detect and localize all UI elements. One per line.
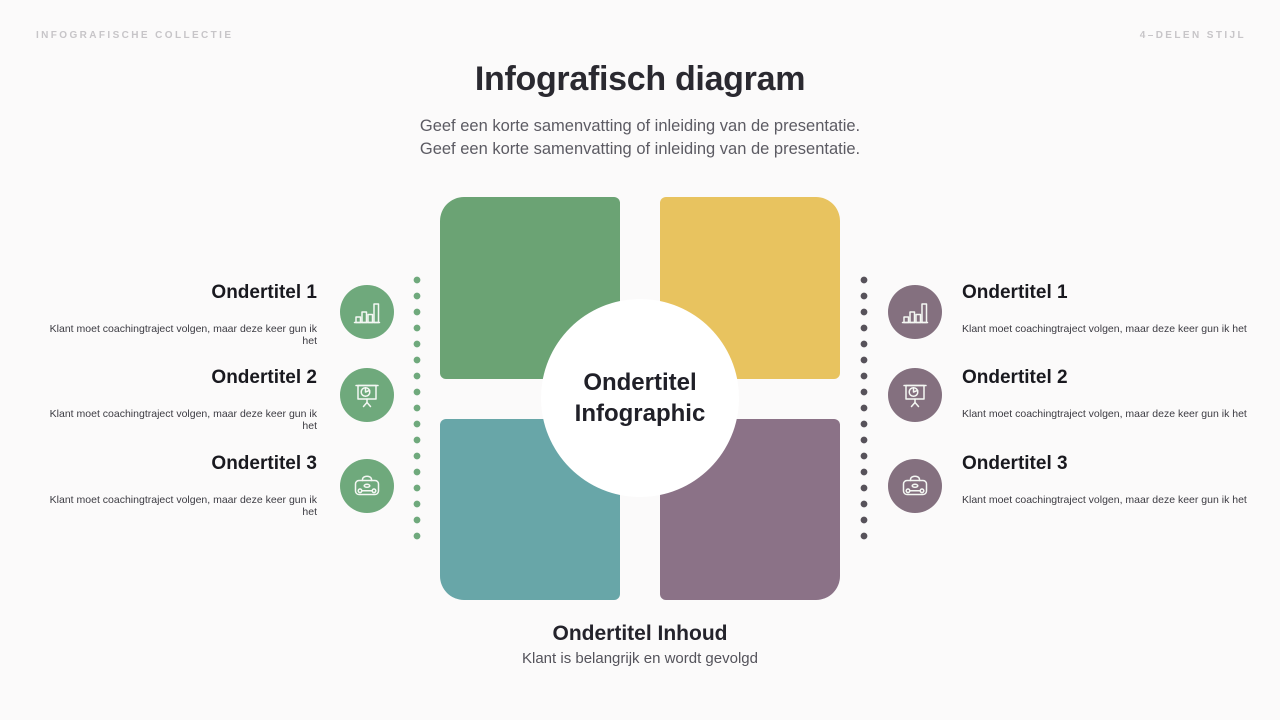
left-item-3: Ondertitel 3 Klant moet coachingtraject … (40, 453, 317, 518)
center-title-line-2: Infographic (574, 400, 706, 427)
right-item-3: Ondertitel 3 Klant moet coachingtraject … (962, 453, 1252, 506)
collection-label: INFOGRAFISCHE COLLECTIE (36, 30, 234, 41)
page-subtitle-line-2: Geef een korte samenvatting of inleiding… (419, 139, 861, 158)
page-title: Infografisch diagram (474, 60, 806, 98)
item-description: Klant moet coachingtraject volgen, maar … (962, 494, 1247, 506)
item-title: Ondertitel 2 (211, 367, 317, 388)
presentation-pie-chart-icon (340, 368, 394, 422)
item-description: Klant moet coachingtraject volgen, maar … (962, 323, 1247, 335)
style-label: 4–DELEN STIJL (1139, 30, 1246, 41)
item-title: Ondertitel 1 (211, 282, 317, 303)
presentation-pie-chart-icon (888, 368, 942, 422)
item-title: Ondertitel 1 (962, 282, 1068, 303)
briefcase-icon (888, 459, 942, 513)
page-subtitle-line-1: Geef een korte samenvatting of inleiding… (419, 117, 861, 135)
left-dotted-line (413, 272, 421, 544)
bar-chart-icon (340, 285, 394, 339)
center-circle: Ondertitel Infographic (541, 299, 739, 497)
item-description: Klant moet coachingtraject volgen, maar … (49, 494, 317, 518)
footer-subtitle: Klant is belangrijk en wordt gevolgd (522, 650, 758, 667)
item-title: Ondertitel 3 (962, 453, 1068, 474)
briefcase-icon (340, 459, 394, 513)
right-dotted-line (860, 272, 868, 544)
right-item-2: Ondertitel 2 Klant moet coachingtraject … (962, 367, 1252, 420)
center-circle-title: Ondertitel Infographic (575, 367, 706, 429)
center-title-line-1: Ondertitel (583, 369, 697, 396)
footer-title: Ondertitel Inhoud (552, 622, 728, 645)
item-title: Ondertitel 2 (962, 367, 1068, 388)
left-item-2: Ondertitel 2 Klant moet coachingtraject … (40, 367, 317, 432)
item-description: Klant moet coachingtraject volgen, maar … (49, 408, 317, 432)
right-item-1: Ondertitel 1 Klant moet coachingtraject … (962, 282, 1252, 335)
bar-chart-icon (888, 285, 942, 339)
left-item-1: Ondertitel 1 Klant moet coachingtraject … (40, 282, 317, 347)
quadrant-diagram (440, 197, 840, 600)
item-description: Klant moet coachingtraject volgen, maar … (962, 408, 1247, 420)
item-description: Klant moet coachingtraject volgen, maar … (49, 323, 317, 347)
page-subtitle: Geef een korte samenvatting of inleiding… (0, 115, 1280, 160)
item-title: Ondertitel 3 (211, 453, 317, 474)
